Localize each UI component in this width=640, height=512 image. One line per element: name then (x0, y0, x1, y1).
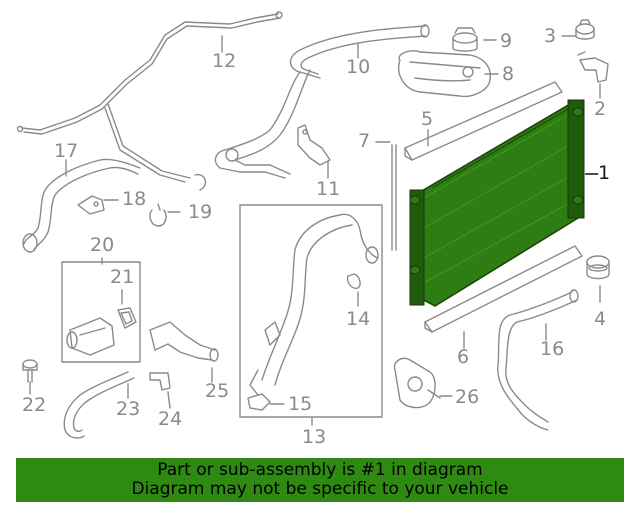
callout-6[interactable]: 6 (457, 346, 470, 368)
parts-diagram (16, 11, 610, 439)
part-9-cap[interactable] (452, 27, 478, 52)
part-17-hose[interactable] (22, 158, 141, 253)
part-21-gasket[interactable] (117, 307, 137, 329)
callout-24[interactable]: 24 (158, 408, 183, 430)
group-box-20 (61, 261, 141, 363)
callout-16[interactable]: 16 (540, 338, 565, 360)
part-2-bracket[interactable] (577, 51, 609, 83)
part-25-hose[interactable] (149, 321, 219, 362)
part-3-bushing[interactable] (575, 19, 595, 40)
callout-19[interactable]: 19 (188, 201, 213, 223)
part-5-seal[interactable] (404, 81, 563, 161)
part-18-clip[interactable] (77, 195, 105, 215)
part-22-bolt[interactable] (22, 359, 38, 383)
callout-11[interactable]: 11 (316, 178, 341, 200)
callout-5[interactable]: 5 (421, 108, 434, 130)
callout-1[interactable]: 1 (598, 162, 611, 184)
part-16-hose[interactable] (497, 289, 579, 431)
callout-3[interactable]: 3 (544, 25, 557, 47)
callout-15[interactable]: 15 (288, 393, 313, 415)
callout-18[interactable]: 18 (122, 188, 147, 210)
banner-line-2: Diagram may not be specific to your vehi… (131, 479, 509, 499)
part-6-seal[interactable] (424, 245, 583, 333)
part-12-tube[interactable] (16, 11, 283, 191)
callout-17[interactable]: 17 (54, 140, 79, 162)
part-23-hose[interactable] (63, 371, 135, 439)
part-26-pump[interactable] (393, 357, 441, 409)
callout-12[interactable]: 12 (212, 50, 237, 72)
callout-21[interactable]: 21 (110, 266, 135, 288)
callout-7[interactable]: 7 (358, 130, 371, 152)
part-19-clamp[interactable] (149, 203, 167, 227)
callout-13[interactable]: 13 (302, 426, 327, 448)
callout-25[interactable]: 25 (205, 380, 230, 402)
callout-26[interactable]: 26 (455, 386, 480, 408)
part-14-clamp[interactable] (346, 273, 361, 289)
group-box-13 (239, 204, 383, 418)
part-7-rod[interactable] (391, 144, 397, 251)
callout-2[interactable]: 2 (594, 98, 607, 120)
callout-4[interactable]: 4 (594, 308, 607, 330)
callout-23[interactable]: 23 (116, 398, 141, 420)
callout-leaders (29, 35, 601, 426)
info-banner: Part or sub-assembly is #1 in diagram Di… (16, 458, 624, 502)
part-20-thermostat[interactable] (66, 317, 115, 356)
part-15-clip[interactable] (247, 393, 271, 411)
part-1-radiator[interactable] (409, 99, 598, 307)
callout-10[interactable]: 10 (346, 56, 371, 78)
part-13-hose[interactable] (249, 213, 379, 396)
part-24-fitting[interactable] (149, 372, 171, 391)
part-10-hose[interactable] (214, 24, 430, 179)
callout-9[interactable]: 9 (500, 30, 513, 52)
callout-14[interactable]: 14 (346, 308, 371, 330)
callout-20[interactable]: 20 (90, 234, 115, 256)
callout-8[interactable]: 8 (502, 63, 515, 85)
part-8-reservoir[interactable] (398, 50, 492, 98)
banner-line-1: Part or sub-assembly is #1 in diagram (157, 460, 483, 480)
part-11-bracket[interactable] (297, 124, 331, 166)
callout-22[interactable]: 22 (22, 394, 47, 416)
part-4-bushing[interactable] (586, 255, 610, 280)
